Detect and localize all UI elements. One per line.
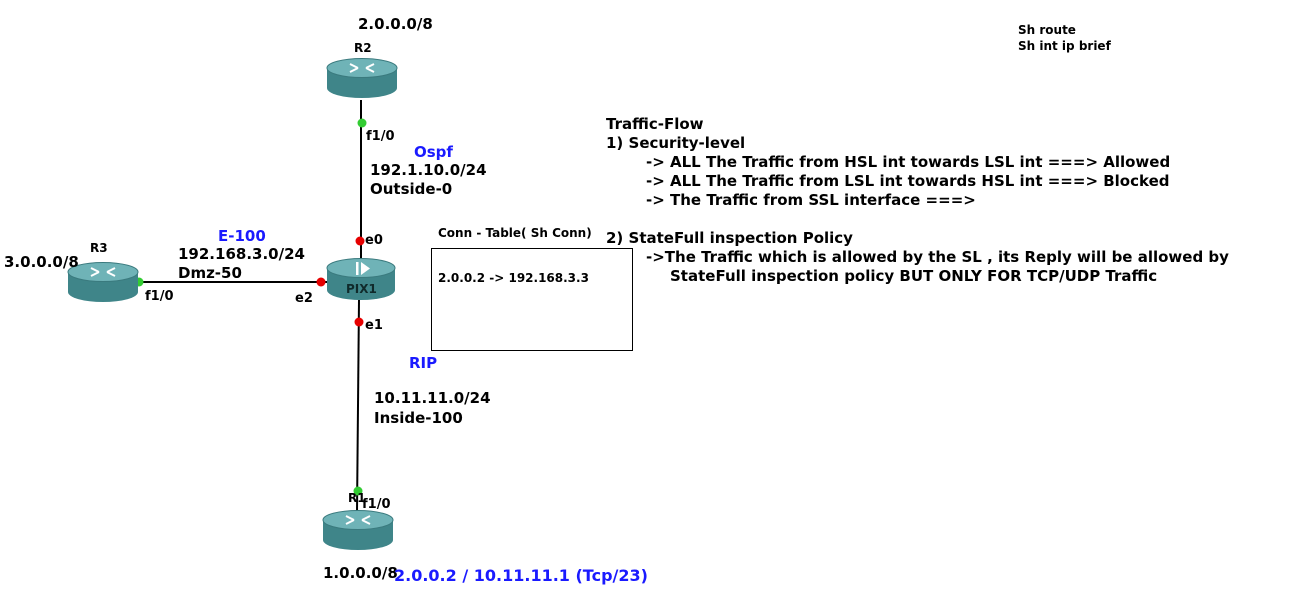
router-icon — [326, 58, 398, 98]
link-pix1-r1 — [356, 299, 360, 513]
router-r2[interactable] — [326, 58, 398, 100]
router-r3[interactable] — [67, 262, 139, 304]
r1-interface-label: f1/0 — [362, 497, 391, 512]
r1-name-label: R1 — [348, 491, 366, 505]
conn-table-box — [431, 248, 633, 351]
traffic-flow-line: 1) Security-level — [606, 134, 746, 152]
traffic-flow-line: -> ALL The Traffic from HSL int towards … — [646, 153, 1171, 171]
r2-interface-label: f1/0 — [366, 129, 395, 144]
conn-table-title: Conn - Table( Sh Conn) — [438, 226, 592, 240]
router-icon — [322, 510, 394, 550]
r3-name-label: R3 — [90, 241, 108, 255]
status-dot-r1-f10 — [353, 486, 363, 496]
r2-name-label: R2 — [354, 41, 372, 55]
session-label: 2.0.0.2 / 10.11.11.1 (Tcp/23) — [394, 566, 648, 585]
firewall-icon — [326, 258, 396, 300]
traffic-flow-line: 2) StateFull inspection Policy — [606, 229, 853, 247]
pix-e2-label: e2 — [295, 291, 313, 306]
r3-interface-label: f1/0 — [145, 289, 174, 304]
dmz-protocol-label: E-100 — [218, 227, 266, 245]
traffic-flow-line: -> The Traffic from SSL interface ===> — [646, 191, 976, 209]
traffic-flow-line: ->The Traffic which is allowed by the SL… — [646, 248, 1229, 266]
command-sh-route: Sh route — [1018, 23, 1076, 37]
r1-network-label: 1.0.0.0/8 — [323, 564, 398, 582]
outside-subnet-label: 192.1.10.0/24 — [370, 161, 487, 179]
pix-e0-label: e0 — [365, 233, 383, 248]
firewall-pix1[interactable] — [326, 258, 396, 302]
pix-e1-label: e1 — [365, 318, 383, 333]
status-dot-pix-e1 — [354, 317, 364, 327]
traffic-flow-line: StateFull inspection policy BUT ONLY FOR… — [670, 267, 1158, 285]
outside-zone-label: Outside-0 — [370, 180, 453, 198]
conn-table-entry: 2.0.0.2 -> 192.168.3.3 — [438, 271, 589, 285]
pix1-name-label: PIX1 — [346, 282, 377, 296]
dmz-subnet-label: 192.168.3.0/24 — [178, 245, 305, 263]
traffic-flow-title: Traffic-Flow — [606, 115, 704, 133]
status-dot-pix-e2 — [316, 277, 326, 287]
router-r1[interactable] — [322, 510, 394, 552]
dmz-zone-label: Dmz-50 — [178, 264, 242, 282]
r3-network-label: 3.0.0.0/8 — [4, 253, 79, 271]
status-dot-r2-f10 — [357, 118, 367, 128]
command-sh-int-ip-brief: Sh int ip brief — [1018, 39, 1111, 53]
inside-protocol-label: RIP — [409, 354, 438, 372]
outside-protocol-label: Ospf — [414, 143, 453, 161]
status-dot-pix-e0 — [355, 236, 365, 246]
traffic-flow-line: -> ALL The Traffic from LSL int towards … — [646, 172, 1170, 190]
r2-network-label: 2.0.0.0/8 — [358, 15, 433, 33]
inside-zone-label: Inside-100 — [374, 409, 463, 427]
router-icon — [67, 262, 139, 302]
inside-subnet-label: 10.11.11.0/24 — [374, 389, 491, 407]
